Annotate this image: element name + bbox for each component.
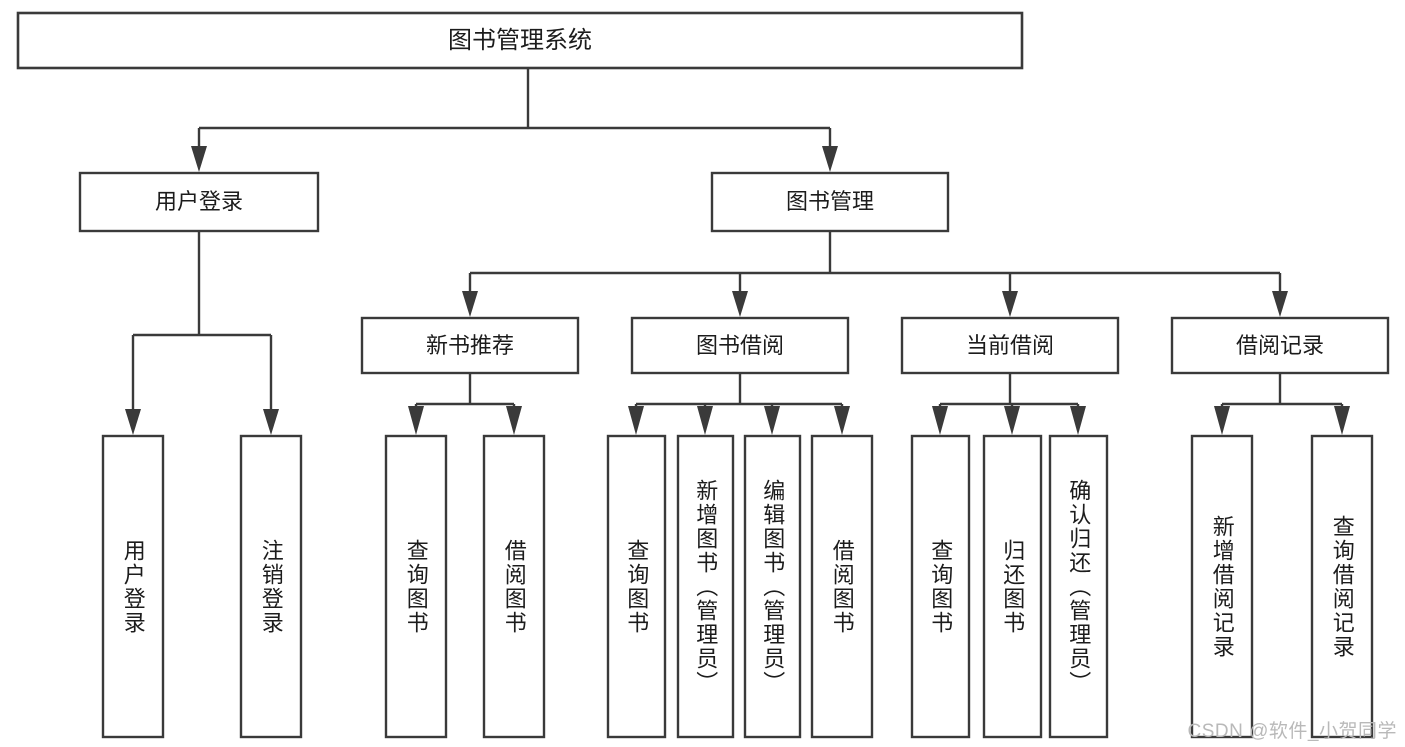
node-box-leaf-query-book-1[interactable] — [384, 434, 448, 739]
arrow-head-borrow-record — [1272, 291, 1288, 317]
node-box-leaf-query-record[interactable] — [1310, 434, 1374, 739]
node-box-leaf-confirm-return[interactable] — [1048, 434, 1109, 739]
node-box-leaf-edit-book[interactable] — [743, 434, 802, 739]
node-box-new-book-recommend[interactable] — [360, 316, 580, 375]
arrow-head-new-book-recommend — [462, 291, 478, 317]
connector-group-new-book-recommend-children — [408, 373, 522, 435]
arrow-head-leaf-user-logout — [263, 409, 279, 435]
arrow-head-leaf-confirm-return — [1070, 406, 1086, 435]
node-box-book-borrow[interactable] — [630, 316, 850, 375]
arrow-head-current-borrow — [1002, 291, 1018, 317]
node-box-leaf-borrow-book-1[interactable] — [482, 434, 546, 739]
node-box-current-borrow[interactable] — [900, 316, 1120, 375]
node-box-borrow-record[interactable] — [1170, 316, 1390, 375]
arrow-head-leaf-return-book — [1004, 406, 1020, 435]
node-box-user-login[interactable] — [78, 171, 320, 233]
node-box-leaf-user-logout[interactable] — [239, 434, 303, 739]
connector-group-book-manage-children — [462, 231, 1288, 317]
node-box-book-manage[interactable] — [710, 171, 950, 233]
arrow-head-leaf-borrow-book-1 — [506, 406, 522, 435]
arrow-head-leaf-add-book — [697, 406, 713, 435]
arrow-head-leaf-query-book-3 — [932, 406, 948, 435]
node-box-leaf-add-record[interactable] — [1190, 434, 1254, 739]
arrow-head-leaf-add-record — [1214, 406, 1230, 435]
node-box-leaf-borrow-book-2[interactable] — [810, 434, 874, 739]
arrow-head-book-manage — [822, 146, 838, 172]
node-box-root[interactable] — [16, 11, 1024, 70]
csdn-watermark: CSDN @软件_小贺同学 — [1187, 721, 1397, 742]
arrow-head-leaf-borrow-book-2 — [834, 406, 850, 435]
node-box-leaf-add-book[interactable] — [676, 434, 735, 739]
arrow-head-leaf-edit-book — [764, 406, 780, 435]
arrow-head-leaf-query-book-2 — [628, 406, 644, 435]
connector-group-borrow-record-children — [1214, 373, 1350, 435]
arrow-head-user-login — [191, 146, 207, 172]
connector-group-current-borrow-children — [932, 373, 1086, 435]
node-box-leaf-return-book[interactable] — [982, 434, 1043, 739]
connector-group-root-to-level2 — [191, 68, 838, 172]
node-box-leaf-user-login[interactable] — [101, 434, 165, 739]
connector-group-user-login-children — [125, 231, 279, 435]
arrow-head-leaf-user-login — [125, 409, 141, 435]
arrow-head-book-borrow — [732, 291, 748, 317]
connector-group-book-borrow-children — [628, 373, 850, 435]
arrow-head-leaf-query-record — [1334, 406, 1350, 435]
node-box-leaf-query-book-3[interactable] — [910, 434, 971, 739]
arrow-head-leaf-query-book-1 — [408, 406, 424, 435]
node-box-leaf-query-book-2[interactable] — [606, 434, 667, 739]
